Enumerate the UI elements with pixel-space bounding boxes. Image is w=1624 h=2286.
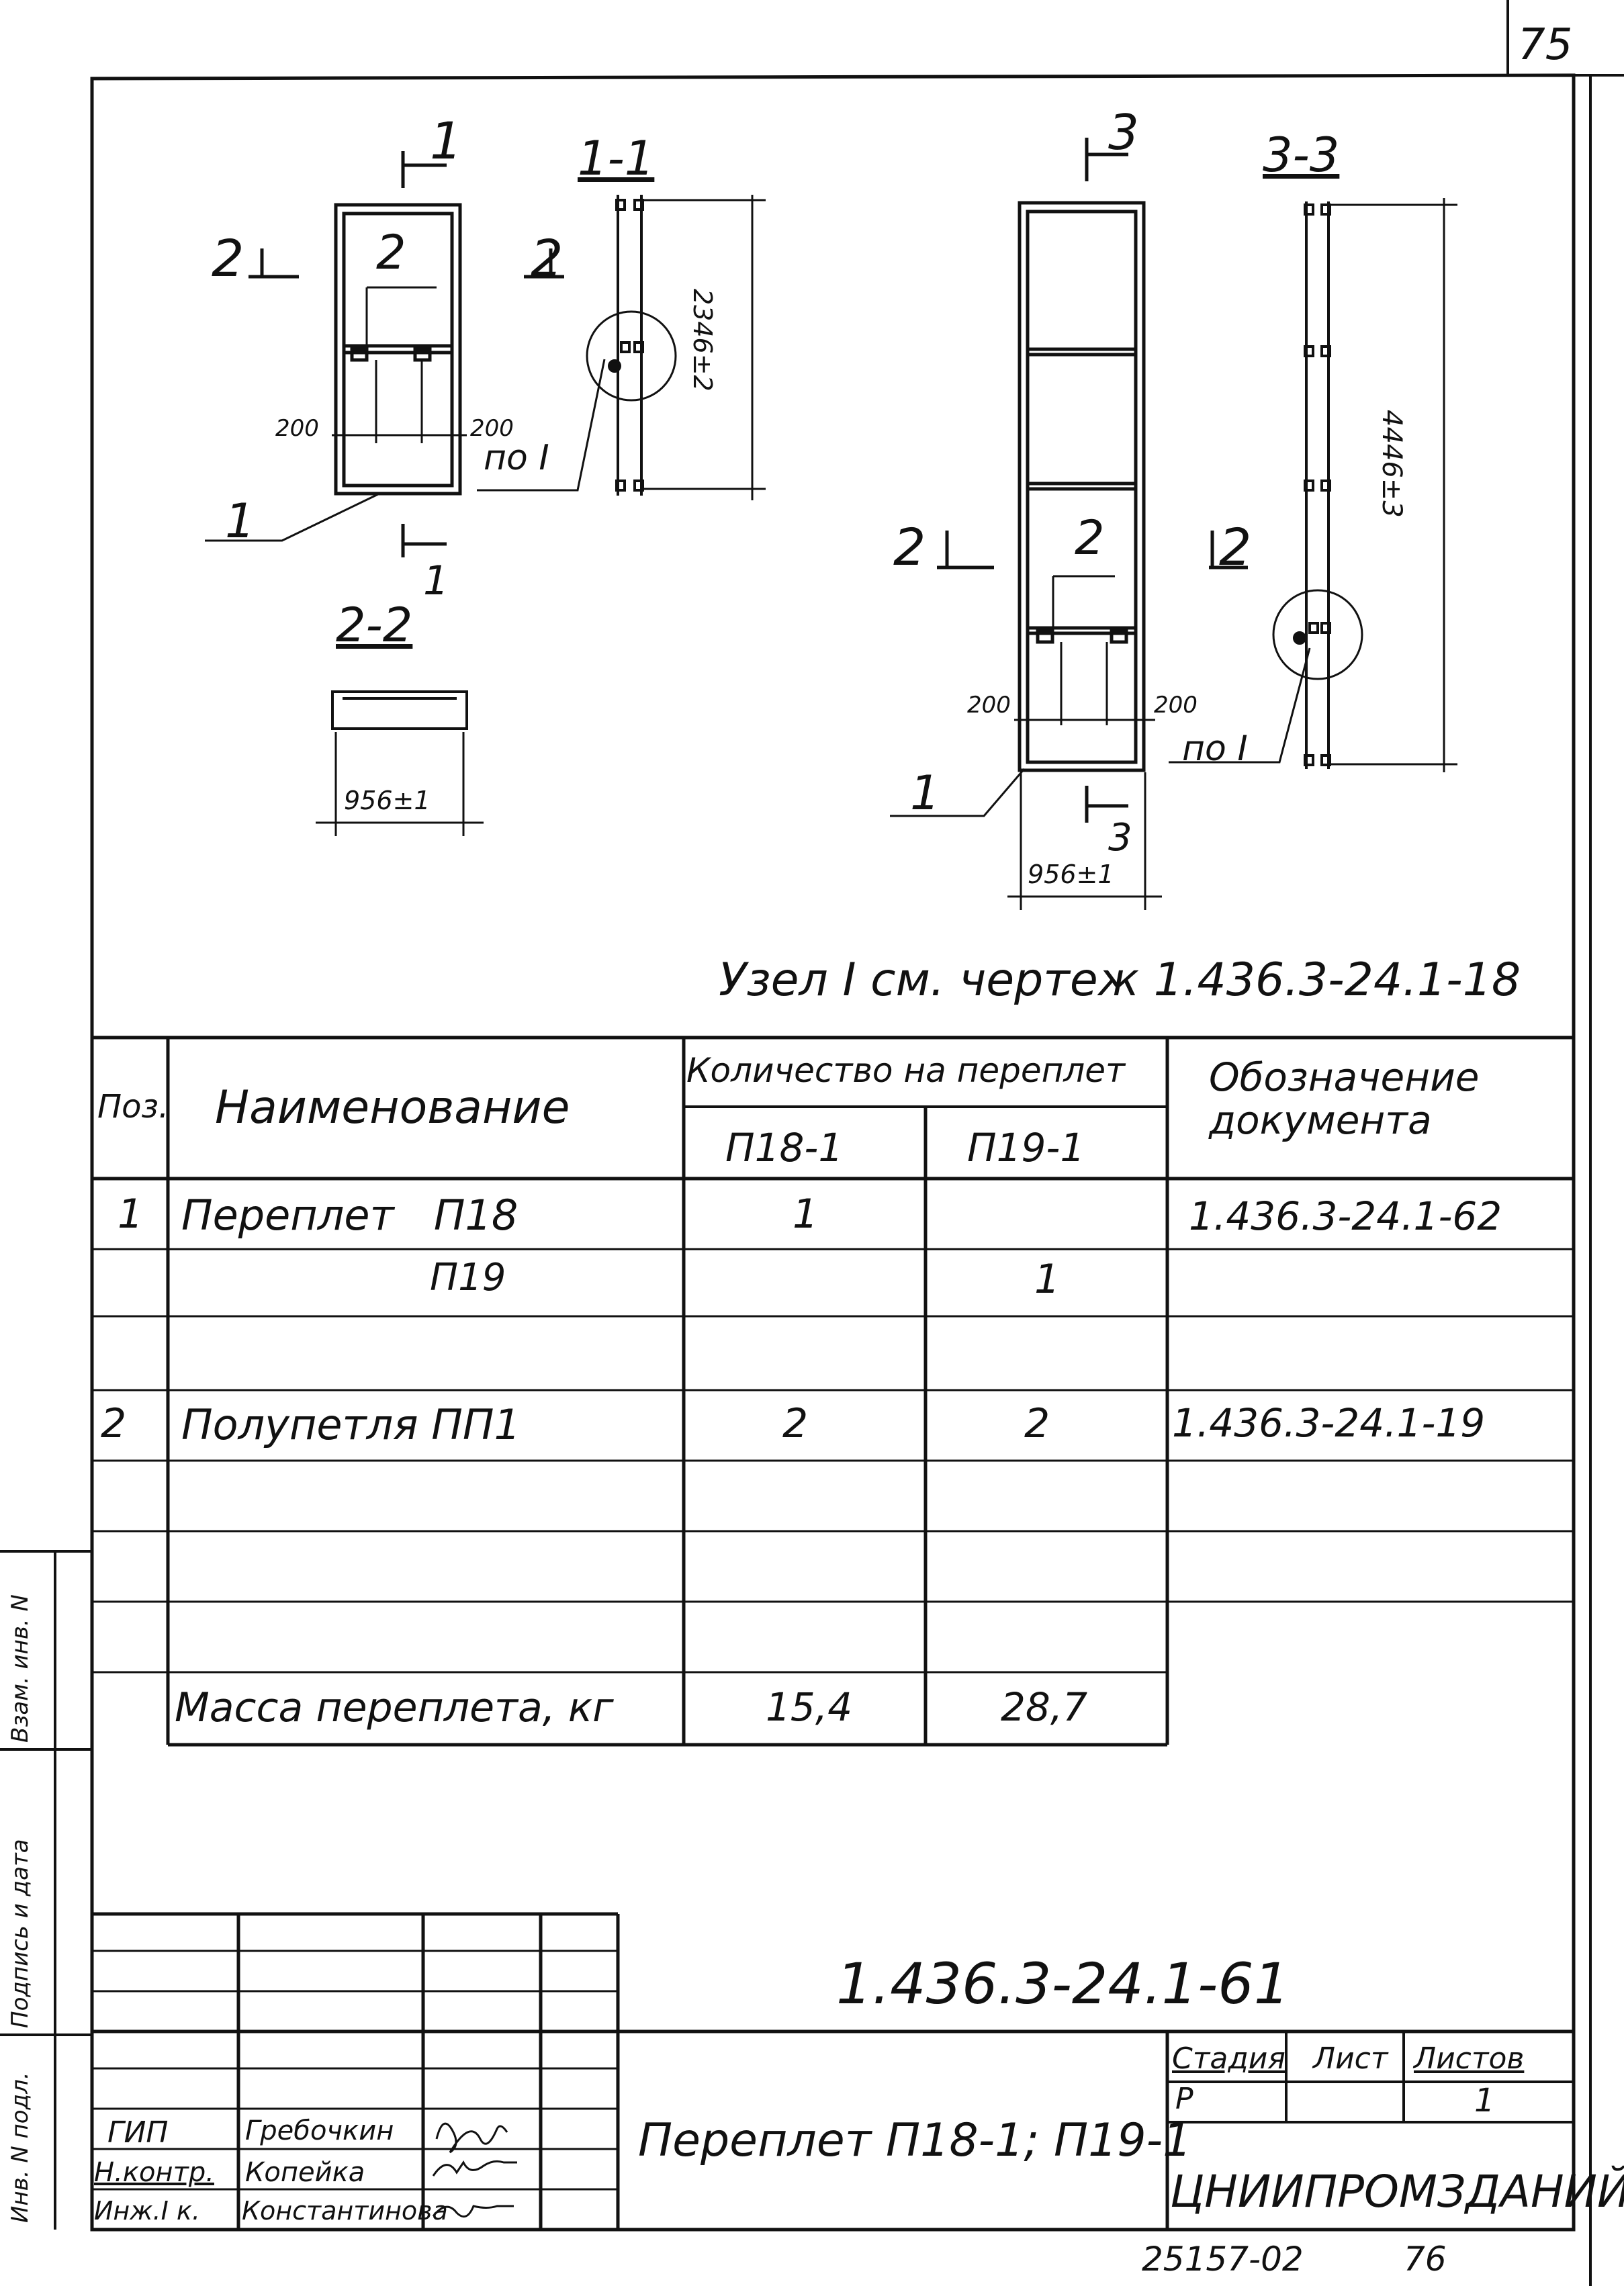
bottom-page: 76 xyxy=(1404,2240,1447,2279)
header-name: Наименование xyxy=(215,1081,570,1134)
side-strip-frame xyxy=(0,1550,92,2230)
section-2-right-marker: 2 xyxy=(531,228,563,288)
role-n-kontr: Н.контр. xyxy=(94,2157,214,2188)
header-pos: Поз. xyxy=(97,1088,169,1126)
row-4-pos: 2 xyxy=(101,1400,127,1447)
document-title: Переплет П18-1; П19-1 xyxy=(638,2114,1192,2167)
section-3-3-title: 3-3 xyxy=(1263,128,1340,183)
stage-value: Р xyxy=(1175,2082,1193,2116)
section-2-left-marker: 2 xyxy=(212,228,244,288)
width-dim-2-2: 956±1 xyxy=(344,786,431,815)
mass-a: 15,4 xyxy=(766,1684,853,1730)
section-3-marker-bottom: 3 xyxy=(1108,816,1132,860)
node-ref-left: по I xyxy=(484,438,549,478)
header-doc: Обозначение документа xyxy=(1209,1054,1480,1143)
mass-label: Масса переплета, кг xyxy=(175,1684,614,1731)
dim-200-c: 200 xyxy=(967,692,1011,719)
pos-2-left: 2 xyxy=(376,225,406,280)
section-1-marker: 1 xyxy=(430,111,463,171)
sheets-label: Листов xyxy=(1414,2042,1525,2076)
row-4-name: Полупетля ПП1 xyxy=(181,1400,521,1449)
name-kopeyka: Копейка xyxy=(245,2157,365,2188)
row-2-name: П19 xyxy=(430,1256,506,1299)
width-dim-right: 956±1 xyxy=(1028,860,1114,889)
sheet-frame xyxy=(90,73,1576,2232)
section-1-marker-bottom: 1 xyxy=(423,557,449,604)
elevation-left xyxy=(332,203,467,496)
spec-table-grid xyxy=(92,1036,1574,1747)
row-1-pos: 1 xyxy=(118,1191,144,1238)
header-qty-a: П18-1 xyxy=(725,1125,844,1171)
row-4-b: 2 xyxy=(1024,1400,1050,1447)
document-code: 1.436.3-24.1-61 xyxy=(836,1951,1290,2017)
elevation-right xyxy=(1014,201,1155,772)
header-qty: Количество на переплет xyxy=(686,1051,1126,1090)
dim-200-a: 200 xyxy=(275,415,319,442)
section-1-1-title: 1-1 xyxy=(578,131,655,186)
stage-label: Стадия xyxy=(1172,2042,1285,2076)
row-1-a: 1 xyxy=(793,1191,819,1238)
role-inzh: Инж.I к. xyxy=(94,2196,200,2226)
node-ref-right: по I xyxy=(1182,729,1248,769)
signature-1 xyxy=(435,2122,508,2154)
pos-1-left: 1 xyxy=(225,494,255,549)
section-2b-left-marker: 2 xyxy=(893,517,926,577)
organization: ЦНИИПРОМЗДАНИЙ xyxy=(1170,2166,1624,2218)
name-konstantinova: Константинова xyxy=(242,2196,448,2226)
pos-2-right: 2 xyxy=(1075,510,1105,565)
side-vzam-inv: Взам. инв. N xyxy=(7,1594,34,1743)
row-2-b: 1 xyxy=(1034,1256,1061,1303)
bottom-code: 25157-02 xyxy=(1142,2240,1304,2279)
title-block-grid xyxy=(92,1912,1574,2230)
sheet-label: Лист xyxy=(1313,2042,1388,2076)
section-1-1 xyxy=(586,195,766,500)
section-2-2-title: 2-2 xyxy=(336,598,413,653)
signature-2 xyxy=(432,2160,517,2177)
section-2b-right-marker: 2 xyxy=(1219,517,1252,577)
section-3-3 xyxy=(1272,198,1457,772)
sheets-value: 1 xyxy=(1474,2082,1495,2119)
side-podpis-data: Подпись и дата xyxy=(7,1839,34,2028)
role-gip: ГИП xyxy=(107,2115,169,2150)
row-1-name: Переплет П18 xyxy=(181,1191,518,1240)
header-qty-b: П19-1 xyxy=(967,1125,1085,1171)
signature-3 xyxy=(432,2205,514,2218)
row-4-a: 2 xyxy=(782,1400,809,1447)
dim-200-d: 200 xyxy=(1154,692,1198,719)
name-grebochkin: Гребочкин xyxy=(245,2115,394,2146)
side-inv-podl: Инв. N подл. xyxy=(7,2072,34,2223)
sheet-number: 75 xyxy=(1518,20,1573,70)
dim-200-b: 200 xyxy=(470,415,514,442)
row-1-doc: 1.436.3-24.1-62 xyxy=(1189,1193,1502,1239)
row-4-doc: 1.436.3-24.1-19 xyxy=(1172,1400,1486,1446)
mass-b: 28,7 xyxy=(1001,1684,1088,1730)
section-3-marker: 3 xyxy=(1108,104,1139,161)
section-2-2 xyxy=(316,690,484,836)
pos-1-right: 1 xyxy=(910,766,940,821)
node-note: Узел I см. чертеж 1.436.3-24.1-18 xyxy=(719,954,1521,1007)
